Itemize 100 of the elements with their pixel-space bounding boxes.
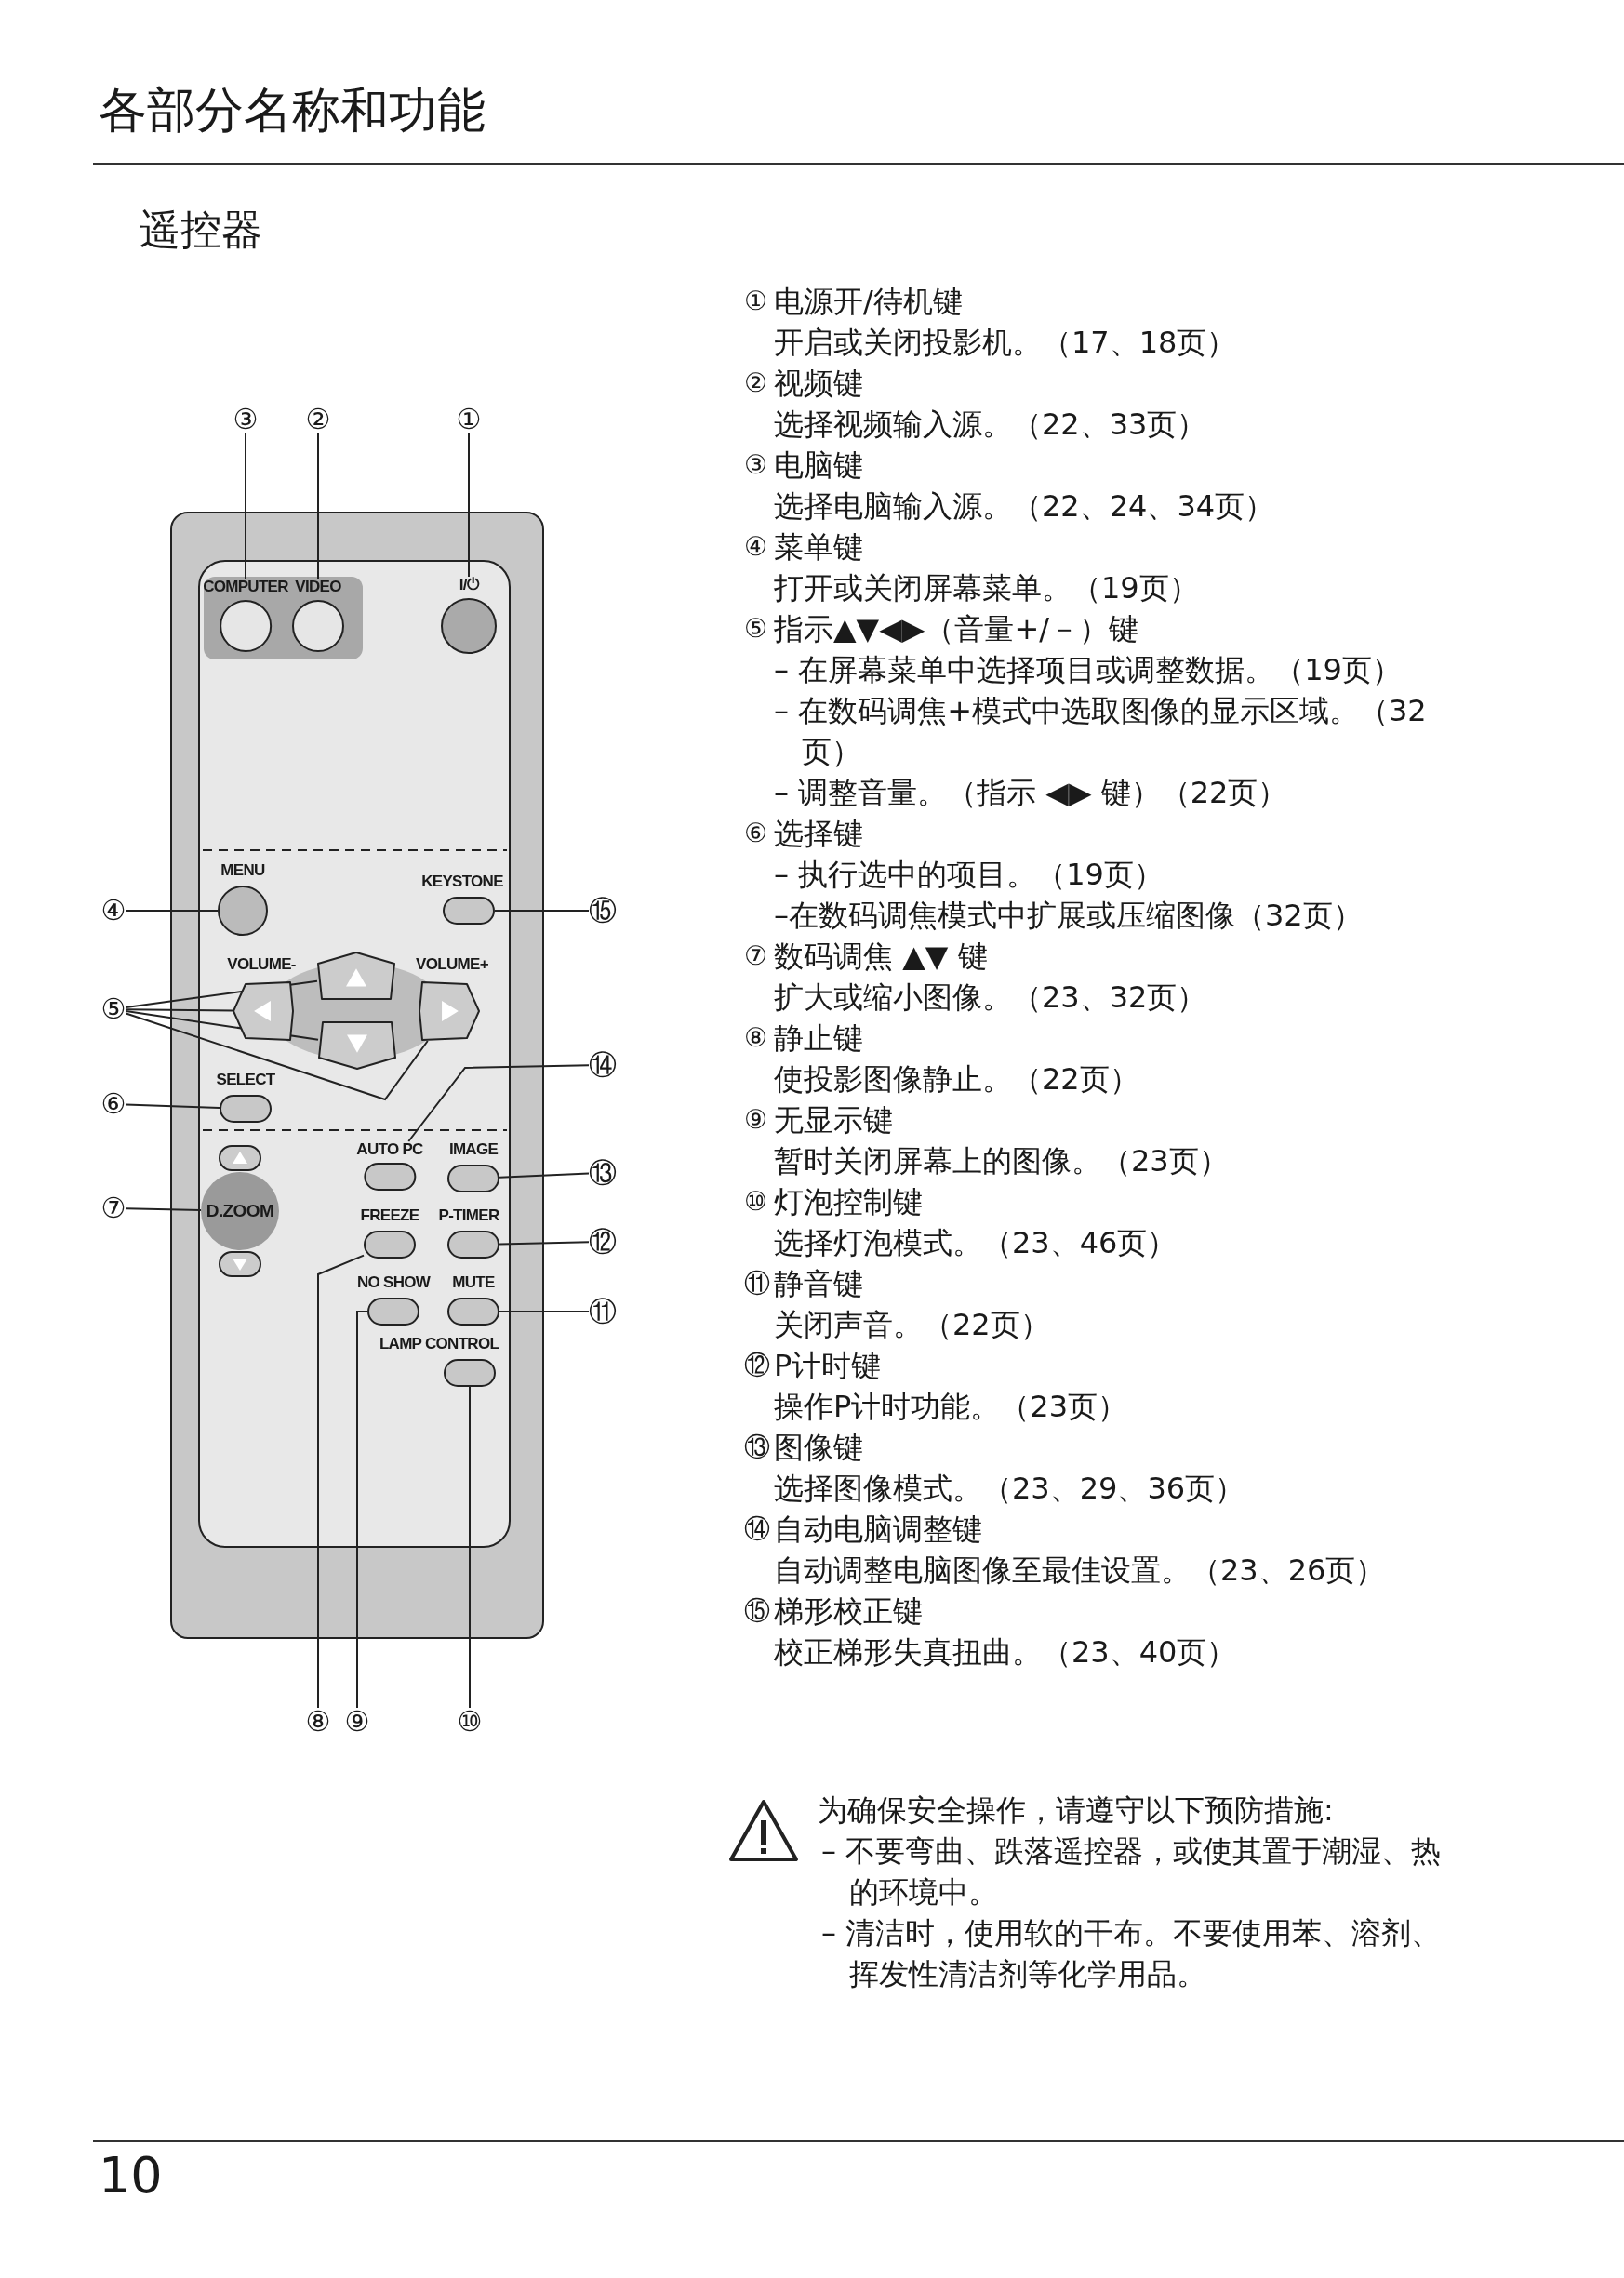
list-item: –在数码调焦模式中扩展或压缩图像（32页） [774, 897, 1364, 935]
item-description: 自动调整电脑图像至最佳设置。（23、26页） [774, 1552, 1387, 1590]
leader-line [125, 1012, 429, 1101]
item-heading: 指示▲▼◀▶（音量+/－）键 [774, 610, 1140, 648]
button-label: P-TIMER [438, 1207, 499, 1223]
callout-number: ⑥ [744, 817, 768, 850]
callout-number: ⑤ [100, 995, 126, 1023]
item-heading: 静止键 [774, 1019, 864, 1058]
item-heading: 电源开/待机键 [774, 283, 964, 321]
page-title: 各部分名称和功能 [99, 86, 486, 134]
callout-number: ⑤ [744, 612, 768, 646]
leader-line [407, 1064, 590, 1142]
callout-number: ⑦ [100, 1194, 126, 1222]
remote-button [220, 1095, 272, 1123]
callout-number: ⑭ [744, 1512, 770, 1546]
warning-text: 为确保安全操作，请遵守以下预防措施: [818, 1792, 1335, 1830]
callout-number: ⑪ [744, 1267, 770, 1300]
leader-line [499, 1172, 590, 1179]
item-heading: 图像键 [774, 1429, 864, 1467]
item-heading: 电脑键 [774, 446, 864, 485]
button-label: VOLUME- [227, 956, 296, 972]
callout-number: ⑩ [744, 1185, 768, 1219]
button-label: SELECT [216, 1072, 275, 1087]
callout-number: ⑮ [744, 1594, 770, 1628]
item-description: 校正梯形失真扭曲。（23、40页） [774, 1633, 1238, 1672]
callout-number: ④ [744, 530, 768, 564]
callout-number: ⑫ [744, 1349, 770, 1382]
list-item: – 执行选中的项目。（19页） [774, 856, 1165, 894]
callout-number: ⑧ [744, 1021, 768, 1055]
leader-line [494, 910, 590, 912]
callout-number: ⑦ [744, 939, 768, 973]
leader-line [356, 1311, 368, 1709]
callout-number: ⑨ [344, 1708, 370, 1736]
leader-line [125, 1008, 233, 1012]
item-heading: 灯泡控制键 [774, 1183, 924, 1221]
callout-number: ③ [744, 448, 768, 482]
leader-line [125, 910, 219, 912]
callout-number: ⑮ [589, 897, 617, 925]
item-description: 扩大或缩小图像。（23、32页） [774, 979, 1208, 1017]
button-label: IMAGE [448, 1141, 499, 1157]
list-item: – 不要弯曲、跌落遥控器，或使其置于潮湿、热的环境中。 [821, 1832, 1443, 1912]
remote-button [447, 1298, 499, 1326]
item-description: 选择电脑输入源。（22、24、34页） [774, 487, 1276, 526]
callout-number: ③ [233, 406, 259, 433]
item-heading: 无显示键 [774, 1101, 894, 1139]
list-item: – 在屏幕菜单中选择项目或调整数据。（19页） [774, 651, 1403, 689]
callout-number: ⑪ [589, 1298, 617, 1326]
list-item: – 在数码调焦+模式中选取图像的显示区域。（32页） [774, 692, 1428, 771]
button-label: LAMP CONTROL [379, 1336, 499, 1352]
callout-number: ② [305, 406, 331, 433]
leader-line [245, 433, 246, 579]
callout-number: ② [744, 366, 768, 400]
callout-number: ⑫ [589, 1228, 617, 1256]
remote-button [444, 1359, 496, 1387]
callout-number: ⑧ [305, 1708, 331, 1736]
item-heading: 菜单键 [774, 528, 864, 566]
remote-button [447, 1165, 499, 1192]
page-number: 10 [99, 2151, 163, 2201]
callout-number: ① [744, 285, 768, 318]
item-description: 选择视频输入源。（22、33页） [774, 406, 1208, 444]
remote-button [447, 1231, 499, 1259]
callout-number: ① [456, 406, 482, 433]
remote-button [367, 1298, 419, 1326]
callout-number: ⑥ [100, 1090, 126, 1118]
item-heading: 选择键 [774, 815, 864, 853]
button-label: AUTO PC [356, 1141, 423, 1157]
item-description: 选择图像模式。（23、29、36页） [774, 1470, 1246, 1508]
callout-number: ⑭ [589, 1051, 617, 1079]
item-heading: 数码调焦 ▲▼ 键 [774, 938, 989, 976]
button-label: COMPUTER [203, 579, 288, 594]
item-heading: 梯形校正键 [774, 1592, 924, 1631]
item-heading: 视频键 [774, 365, 864, 403]
item-description: 使投影图像静止。（22页） [774, 1060, 1140, 1099]
callout-number: ⑬ [744, 1431, 770, 1464]
leader-line [125, 1010, 319, 1041]
item-heading: 静音键 [774, 1265, 864, 1303]
callout-number: ⑩ [457, 1708, 483, 1736]
callout-number: ⑨ [744, 1103, 768, 1137]
item-description: 关闭声音。（22页） [774, 1306, 1051, 1344]
remote-button [364, 1231, 416, 1259]
button-label: NO SHOW [356, 1274, 431, 1290]
leader-line [125, 979, 318, 1009]
button-label: MENU [220, 862, 265, 878]
list-item: – 调整音量。（指示 ◀▶ 键）（22页） [774, 774, 1289, 812]
item-heading: 自动电脑调整键 [774, 1511, 983, 1549]
leader-line [468, 433, 470, 578]
button-label: MUTE [452, 1274, 495, 1290]
button-label: KEYSTONE [421, 873, 503, 889]
item-description: 操作P计时功能。（23页） [774, 1388, 1128, 1426]
callout-number: ④ [100, 897, 126, 925]
button-label: VIDEO [295, 579, 341, 594]
leader-line [499, 1241, 590, 1246]
button-label: I/⏻ [459, 577, 479, 593]
leader-line [469, 1386, 471, 1709]
button-label: VOLUME+ [416, 956, 488, 972]
leader-line [125, 1103, 220, 1109]
leader-line [125, 1207, 202, 1212]
list-item: – 清洁时，使用软的干布。不要使用苯、溶剂、挥发性清洁剂等化学用品。 [821, 1914, 1443, 1993]
item-heading: P计时键 [774, 1347, 883, 1385]
section-heading: 遥控器 [140, 209, 262, 250]
